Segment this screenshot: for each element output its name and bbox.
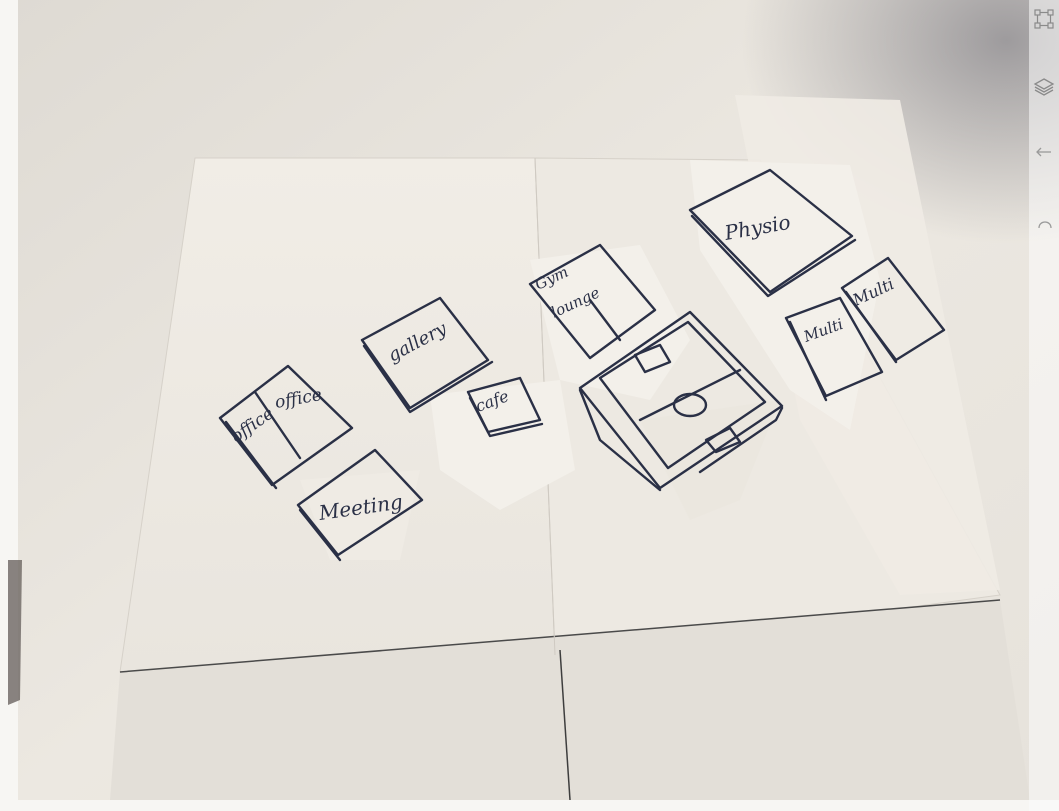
layers-icon[interactable] <box>1031 74 1057 100</box>
frame-select-icon[interactable] <box>1031 6 1057 32</box>
undo-icon[interactable] <box>1031 140 1057 166</box>
redo-icon[interactable] <box>1031 210 1057 236</box>
side-toolbar <box>1029 0 1059 811</box>
